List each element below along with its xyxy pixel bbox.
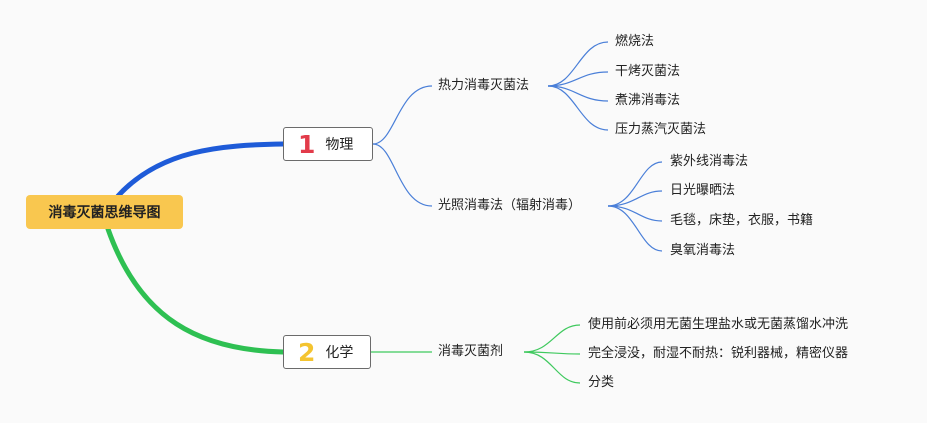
branch-number-badge: 2 <box>298 337 316 367</box>
leaf-node[interactable]: 使用前必须用无菌生理盐水或无菌蒸馏水冲洗 <box>588 317 849 332</box>
root-node[interactable]: 消毒灭菌思维导图 <box>26 195 183 229</box>
branch-number-badge: 1 <box>298 129 316 159</box>
branch-label: 化学 <box>325 345 354 361</box>
topic-thermal-disinfection[interactable]: 热力消毒灭菌法 <box>438 78 530 93</box>
connector-light-leaf2 <box>607 190 663 207</box>
root-node-label: 消毒灭菌思维导图 <box>48 205 161 221</box>
leaf-node[interactable]: 分类 <box>588 375 615 390</box>
connector-physical-light <box>372 143 433 207</box>
branch-node-chemical[interactable]: 2 化学 <box>283 335 371 369</box>
connector-physical-thermal <box>372 85 433 145</box>
connector-light-leaf3 <box>607 205 663 222</box>
connector-light-leaf4 <box>607 205 663 252</box>
leaf-node[interactable]: 完全浸没，耐湿不耐热：锐利器械，精密仪器 <box>588 346 849 361</box>
connector-thermal-leaf4 <box>547 85 609 131</box>
leaf-node[interactable]: 压力蒸汽灭菌法 <box>615 122 707 137</box>
connector-thermal-leaf3 <box>547 85 609 102</box>
topic-disinfectant-agent[interactable]: 消毒灭菌剂 <box>438 344 504 359</box>
branch-label: 物理 <box>325 137 354 153</box>
leaf-node[interactable]: 毛毯，床垫，衣服，书籍 <box>670 213 814 228</box>
connector-root-chemical <box>105 226 286 355</box>
topic-light-disinfection[interactable]: 光照消毒法（辐射消毒） <box>438 198 582 213</box>
connector-root-physical <box>115 141 286 199</box>
leaf-node[interactable]: 干烤灭菌法 <box>615 64 681 79</box>
leaf-node[interactable]: 煮沸消毒法 <box>615 93 681 108</box>
leaf-node[interactable]: 臭氧消毒法 <box>670 243 736 258</box>
leaf-node[interactable]: 日光曝晒法 <box>670 183 736 198</box>
connector-agent-leaf3 <box>523 351 581 384</box>
connector-thermal-leaf2 <box>547 71 609 87</box>
leaf-node[interactable]: 紫外线消毒法 <box>670 154 749 169</box>
leaf-node[interactable]: 燃烧法 <box>615 34 655 49</box>
branch-node-physical[interactable]: 1 物理 <box>283 127 373 161</box>
connector-thermal-leaf1 <box>547 41 609 87</box>
connector-agent-leaf1 <box>523 324 581 353</box>
connector-light-leaf1 <box>607 161 663 207</box>
